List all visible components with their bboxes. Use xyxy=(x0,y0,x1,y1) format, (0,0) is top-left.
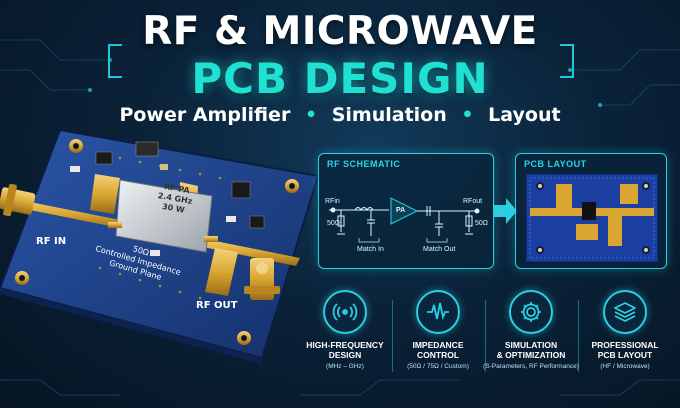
pcb-layout-panel: PCB LAYOUT xyxy=(515,153,667,269)
antenna-icon xyxy=(323,290,367,334)
schematic-amp-label: PA xyxy=(396,207,406,214)
rf-schematic-panel: RF SCHEMATIC xyxy=(318,153,494,269)
subtitle-item-power-amplifier: Power Amplifier xyxy=(119,104,291,126)
feature-simulation-sub: (S-Parameters, RF Performance) xyxy=(483,363,579,370)
subtitle: Power Amplifier • Simulation • Layout xyxy=(0,104,680,126)
subtitle-item-layout: Layout xyxy=(488,104,561,126)
feature-pcb-layout-title-1: PROFESSIONAL xyxy=(591,340,659,350)
layers-icon xyxy=(603,290,647,334)
mounting-holes xyxy=(15,139,299,345)
pcb-layout-title: PCB LAYOUT xyxy=(524,159,587,169)
rf-in-connector xyxy=(0,183,36,217)
subtitle-separator: • xyxy=(461,104,474,126)
feature-simulation-title-1: SIMULATION xyxy=(504,340,558,350)
schematic-match-out: Match Out xyxy=(423,246,456,253)
feature-divider xyxy=(392,300,393,372)
feature-simulation: SIMULATION & OPTIMIZATION (S-Parameters,… xyxy=(476,290,586,370)
title-bracket-left xyxy=(108,44,122,78)
smd-components xyxy=(70,141,265,256)
rf-schematic-title: RF SCHEMATIC xyxy=(327,159,401,169)
arrow-right-icon xyxy=(494,198,517,224)
pcb-board-illustration xyxy=(0,128,320,364)
feature-pcb-layout: PROFESSIONAL PCB LAYOUT (HF / Microwave) xyxy=(570,290,680,370)
schematic-rfin: RFin xyxy=(325,198,340,205)
schematic-drawing xyxy=(329,197,480,243)
pcb-layout-drawing xyxy=(525,173,659,263)
feature-high-frequency-sub: (MHz – GHz) xyxy=(326,363,364,370)
feature-simulation-title-2: & OPTIMIZATION xyxy=(496,350,566,360)
rf-in-label: RF IN xyxy=(36,236,67,247)
gear-icon xyxy=(509,290,553,334)
subtitle-item-simulation: Simulation xyxy=(331,104,447,126)
schematic-rfout: RFout xyxy=(463,198,483,205)
microstrip-traces xyxy=(10,174,300,296)
feature-high-frequency: HIGH-FREQUENCY DESIGN (MHz – GHz) xyxy=(290,290,400,370)
feature-impedance: IMPEDANCE CONTROL (50Ω / 75Ω / Custom) xyxy=(383,290,493,370)
feature-pcb-layout-sub: (HF / Microwave) xyxy=(600,363,650,370)
feature-divider xyxy=(485,300,486,372)
title-line-2: PCB DESIGN xyxy=(191,54,489,103)
schematic-right-ohm: 50Ω xyxy=(475,220,489,227)
waveform-icon xyxy=(416,290,460,334)
feature-impedance-title-2: CONTROL xyxy=(416,350,460,360)
schematic-left-ohm: 50Ω xyxy=(327,220,341,227)
feature-high-frequency-title-2: DESIGN xyxy=(328,350,362,360)
schematic-match-in: Match In xyxy=(357,246,384,253)
subtitle-separator: • xyxy=(304,104,318,126)
rf-out-label: RF OUT xyxy=(196,300,238,311)
title-bracket-right xyxy=(560,44,574,78)
rf-out-connector xyxy=(244,258,280,300)
feature-high-frequency-title-1: HIGH-FREQUENCY xyxy=(306,340,384,350)
title-line-1: RF & MICROWAVE xyxy=(142,9,538,54)
feature-impedance-sub: (50Ω / 75Ω / Custom) xyxy=(407,363,469,370)
feature-pcb-layout-title-2: PCB LAYOUT xyxy=(597,350,653,360)
rf-pa-chip xyxy=(108,179,218,253)
feature-impedance-title-1: IMPEDANCE xyxy=(412,340,464,350)
feature-divider xyxy=(578,300,579,372)
title-block: RF & MICROWAVE PCB DESIGN xyxy=(0,10,680,104)
